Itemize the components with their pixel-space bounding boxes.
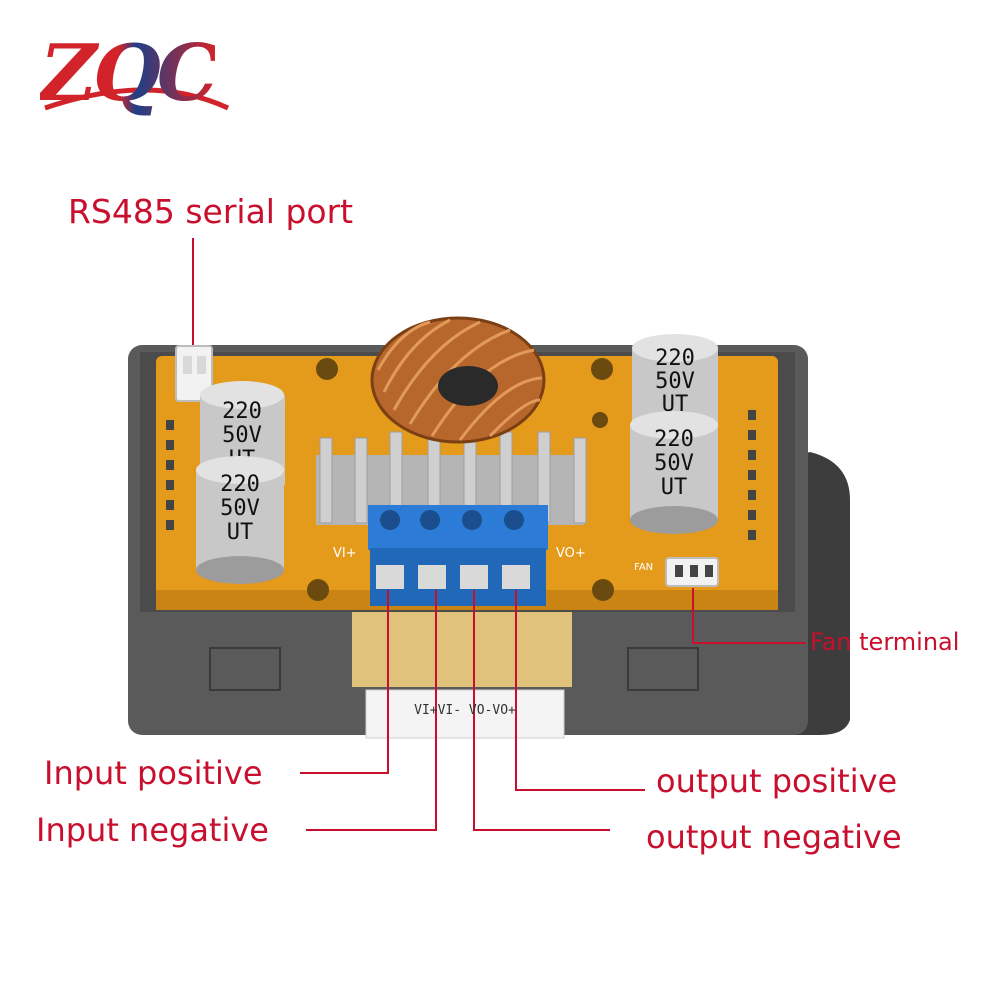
output-negative-leader (473, 590, 610, 831)
output-positive-leader (515, 590, 645, 791)
cap-marking-value: 220 (220, 472, 260, 497)
brand-logo: ZQC (40, 28, 219, 119)
capacitor-left-bottom: 220 50V UT (196, 456, 284, 584)
silkscreen-vi-plus: VI+ (333, 546, 357, 561)
label-output-positive: output positive (656, 762, 898, 800)
terminal-block (368, 505, 548, 606)
case-clip-right (627, 647, 699, 691)
pcb-hole (307, 579, 329, 601)
right-pin-header (748, 410, 756, 540)
fan-leader (692, 588, 806, 644)
cap-marking-voltage: 50V (654, 451, 694, 476)
label-output-negative: output negative (646, 818, 902, 856)
cap-marking-value: 220 (654, 427, 694, 452)
case-window (352, 612, 572, 687)
cap-marking-voltage: 50V (222, 423, 262, 448)
silkscreen-vo-plus: VO+ (556, 546, 586, 561)
logo-text: ZQC (40, 28, 219, 119)
cap-marking-series: UT (661, 475, 688, 500)
label-fan-terminal: Fan terminal (810, 628, 960, 656)
terminal-sticker (365, 689, 565, 739)
pcb-hole (591, 358, 613, 380)
logo-swoosh (44, 87, 230, 111)
case-clip-left (209, 647, 281, 691)
left-pin-header (166, 420, 174, 530)
pcb-hole (316, 358, 338, 380)
cap-marking-voltage: 50V (655, 369, 695, 394)
callout-lines (192, 238, 806, 831)
cap-marking-voltage: 50V (220, 496, 260, 521)
label-input-positive: Input positive (44, 754, 263, 792)
capacitor-right-bottom: 220 50V UT (630, 411, 718, 534)
label-input-negative: Input negative (36, 811, 269, 849)
cap-marking-value: 220 (222, 399, 262, 424)
input-negative-leader (306, 590, 437, 831)
silkscreen-fan: FAN (634, 562, 653, 573)
cap-marking-value: 220 (655, 346, 695, 371)
label-rs485-serial-port: RS485 serial port (68, 192, 354, 231)
pcb-hole (592, 579, 614, 601)
sticker-label: VI+VI- VO-VO+ (414, 703, 516, 718)
cap-marking-series: UT (227, 520, 254, 545)
toroid-inductor (370, 316, 546, 444)
pcb-hole (592, 412, 608, 428)
input-positive-leader (300, 590, 389, 774)
